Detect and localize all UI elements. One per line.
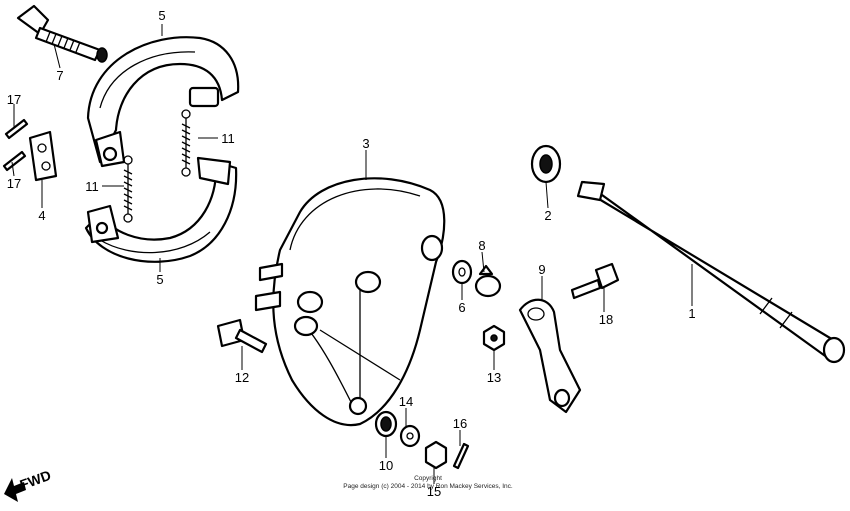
nut [482, 324, 506, 352]
copyright-line-2: Page design (c) 2004 - 2014 by Ron Macke… [343, 483, 513, 490]
label-4: 4 [38, 208, 45, 223]
label-7: 7 [56, 68, 63, 83]
brake-arm [518, 298, 582, 414]
cotter-pin-upper [4, 118, 29, 140]
copyright-line-1: Copyright [414, 475, 442, 482]
arm-bolt [570, 262, 620, 300]
part-labels: 5 7 17 17 4 11 11 5 3 2 1 8 6 9 18 13 12… [7, 8, 696, 499]
plain-washer [399, 424, 421, 448]
brake-cam [16, 4, 108, 63]
cap-nut [424, 440, 448, 470]
panel-seal [374, 410, 398, 438]
label-1: 1 [688, 306, 695, 321]
label-14: 15 [427, 484, 441, 499]
oil-seal [530, 144, 562, 184]
washer [451, 259, 473, 285]
label-15: 13 [487, 370, 501, 385]
label-17-lower: 17 [7, 176, 21, 191]
label-9: 9 [538, 262, 545, 277]
label-8: 8 [478, 238, 485, 253]
label-16: 16 [453, 416, 467, 431]
axle [576, 180, 846, 364]
return-spring-lower [123, 155, 133, 223]
label-6: 6 [458, 300, 465, 315]
cotter-pin [452, 442, 470, 470]
label-5-upper: 5 [158, 8, 165, 23]
fwd-arrow-icon [4, 478, 26, 502]
cotter-pin-lower [2, 150, 27, 172]
label-3: 3 [362, 136, 369, 151]
label-11-upper: 11 [221, 131, 235, 146]
fwd-label: FWD [18, 467, 53, 493]
fwd-indicator: FWD [4, 467, 53, 502]
label-10: 10 [379, 458, 393, 473]
brake-shoe-upper [86, 36, 240, 168]
label-11-lower: 11 [85, 179, 99, 194]
brake-panel [254, 177, 446, 427]
leader-lines [11, 24, 693, 484]
anchor-bolt [216, 318, 268, 354]
label-5-lower: 5 [156, 272, 163, 287]
label-13: 14 [399, 394, 413, 409]
label-2: 2 [544, 208, 551, 223]
label-17-upper: 17 [7, 92, 21, 107]
label-18: 18 [599, 312, 613, 327]
wear-indicator [474, 264, 502, 298]
label-12: 12 [235, 370, 249, 385]
brake-shoe-lower [84, 156, 238, 263]
return-spring-upper [181, 109, 191, 177]
shoe-plate [28, 130, 58, 182]
